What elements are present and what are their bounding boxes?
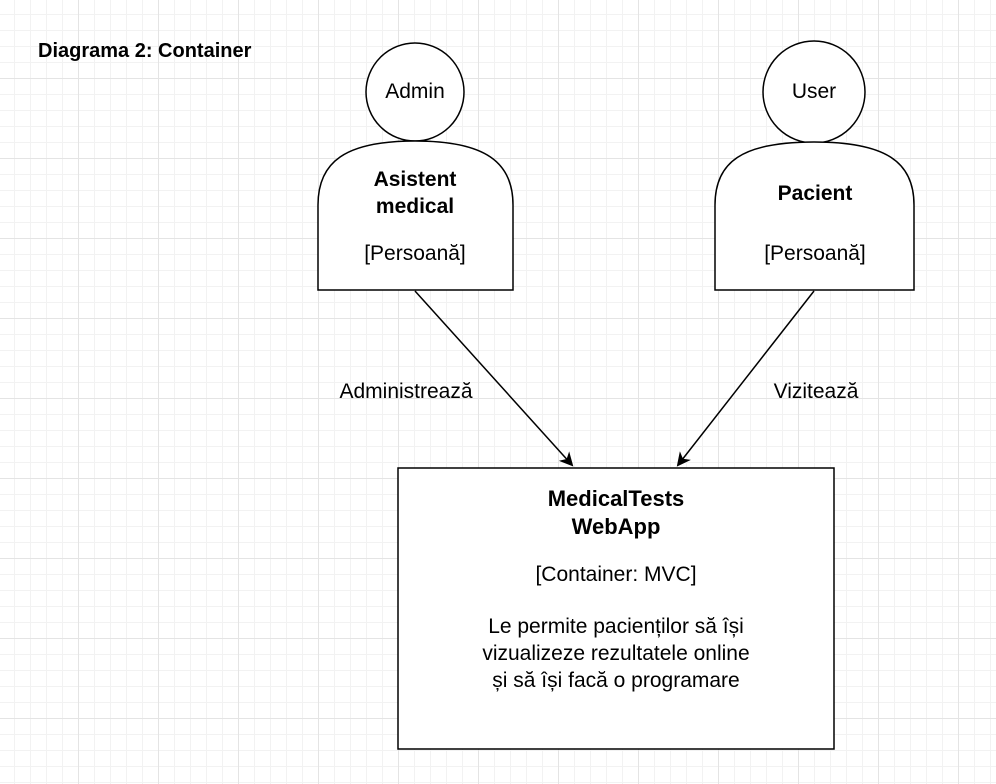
relation-label-user: Vizitează [773,380,859,403]
container-description: Le permite pacienților să își vizualizez… [398,613,834,694]
admin-head-label: Admin [385,80,445,103]
relation-label-admin: Administrează [339,380,473,403]
admin-name-line: medical [375,195,455,218]
user-name-line: Pacient [777,182,853,205]
user-head-label: User [791,80,837,103]
user-body[interactable] [714,141,915,291]
relation-arrow-user[interactable] [676,290,815,467]
admin-type: [Persoană] [364,242,466,265]
container-description-line: Le permite pacienților să își [488,615,744,638]
admin-name: Asistent medical [315,166,515,220]
user-name: Pacient [715,180,915,207]
container-technology: [Container: MVC] [535,563,697,586]
container-box[interactable] [397,467,835,750]
container-name-line: MedicalTests [547,486,685,511]
container-description-line: și să își facă o programare [492,669,740,692]
container-name-line: WebApp [571,514,661,539]
admin-name-line: Asistent [373,168,457,191]
container-description-line: vizualizeze rezultatele online [482,642,750,665]
diagram-title: Diagrama 2: Container [38,40,252,62]
user-type: [Persoană] [764,242,866,265]
admin-body[interactable] [317,140,514,291]
container-name: MedicalTests WebApp [398,485,834,541]
relation-arrow-admin[interactable] [414,290,574,467]
